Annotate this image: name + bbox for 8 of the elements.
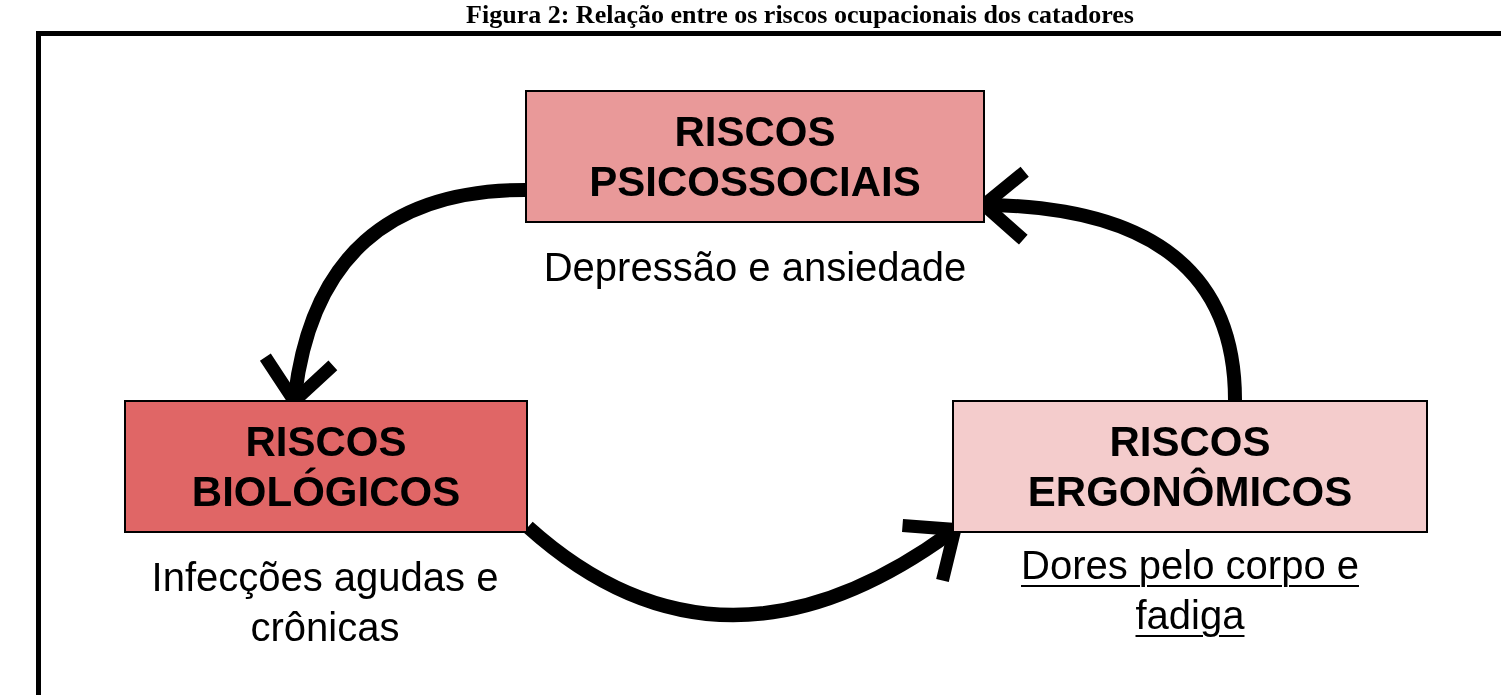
curved-arrow [523,517,962,622]
risk-box: RISCOS ERGONÔMICOS [952,400,1428,533]
risk-description: Infecções agudas e crônicas [150,554,500,651]
figure-title: Figura 2: Relação entre os riscos ocupacionais dos catadores [465,0,1135,30]
risk-description: Depressão e ansiedade [542,244,968,291]
risk-box: RISCOS PSICOSSOCIAIS [525,90,985,223]
risk-description: Dores pelo corpo e fadiga [1020,542,1360,639]
risk-box: RISCOS BIOLÓGICOS [124,400,528,533]
